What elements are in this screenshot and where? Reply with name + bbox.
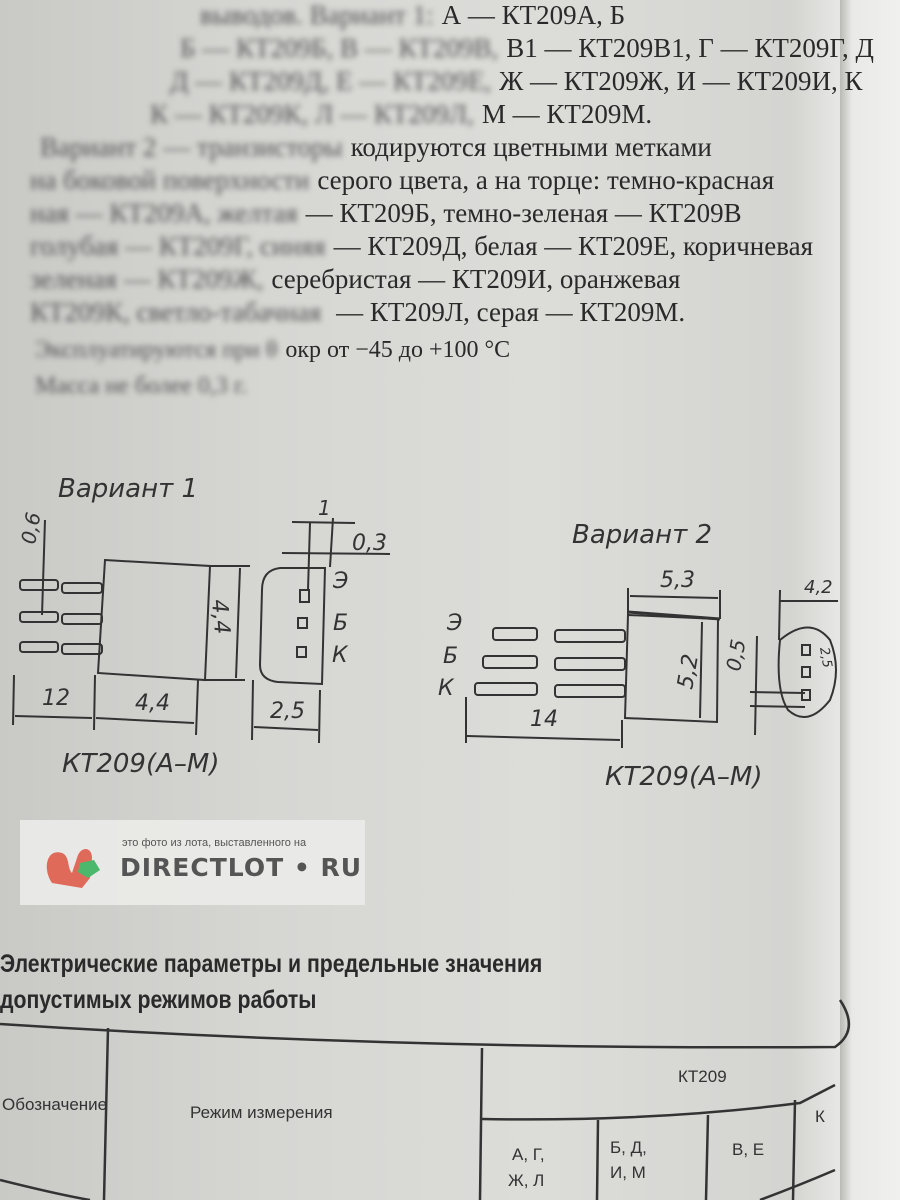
sharp-text: Ж — КТ209Ж, И — КТ209И, К [499,66,863,96]
sharp-text: В1 — КТ209В1, Г — КТ209Г, Д [506,33,874,63]
blurred-text: Эксплуатируются при θ [35,337,278,363]
blurred-text: ная — КТ209А, желтая [30,198,298,228]
blurred-text: КТ209К, светло-табачная [30,297,322,327]
v2-pin-base-label: Б [443,644,458,669]
text-line: голубая — КТ209Г, синяя— КТ209Д, белая —… [30,231,813,262]
kt209-group-header: КТ209 [678,1067,727,1086]
dim-4-4-width: 4,4 [135,691,170,716]
text-line: ная — КТ209А, желтая— КТ209Б, темно-зеле… [30,198,742,229]
pin-emitter-label: Э [332,569,348,594]
dim-0-3: 0,3 [352,531,387,556]
sharp-text: М — КТ209М. [481,99,653,129]
text-line: Д — КТ209Д, Е — КТ209Е,Ж — КТ209Ж, И — К… [170,66,862,97]
blurred-text: выводов. Вариант 1: [200,0,434,30]
subcol-i-m: И, М [610,1163,646,1182]
section-title-line2: допустимых режимов работы [0,986,317,1014]
subcol-v-e: В, Е [732,1140,764,1159]
variant1-end-view [251,517,391,744]
sharp-text: — КТ209Л, серая — КТ209М. [329,297,686,327]
sharp-text: окр от −45 до +100 °С [285,337,511,363]
variant1-title: Вариант 1 [58,474,198,504]
sharp-text: — КТ209Б, темно-зеленая — КТ209В [305,198,742,228]
variant1-side-view [12,519,250,736]
text-line: выводов. Вариант 1:А — КТ209А, Б [200,0,625,31]
sharp-text: кодируются цветными метками [350,132,712,162]
pin-base-label: Б [333,611,348,636]
variant2-title: Вариант 2 [572,520,712,550]
dim-5-3: 5,3 [660,568,695,593]
text-line: зеленая — КТ209Ж,серебристая — КТ209И, о… [30,264,680,295]
dim-0-5: 0,5 [721,637,750,672]
dim-12: 12 [42,686,70,711]
blurred-text: Д — КТ209Д, Е — КТ209Е, [170,66,492,96]
subcol-b-d: Б, Д, [610,1138,647,1157]
dim-5-2: 5,2 [673,652,704,691]
blurred-text: на боковой поверхности [30,165,310,195]
text-line: Б — КТ209Б, В — КТ209В,В1 — КТ209В1, Г —… [180,33,874,64]
dim-4-2: 4,2 [804,577,833,598]
watermark-brand: DIRECTLOT • RU [120,853,363,882]
section-title-line1: Электрические параметры и предельные зна… [0,950,543,978]
blurred-text: голубая — КТ209Г, синяя [30,231,326,261]
variant2-end-view [749,589,838,736]
watermark: это фото из лота, выставленного на DIREC… [20,820,365,905]
col-designation-header: Обозначение [2,1095,107,1114]
subcol-k: К [815,1107,825,1126]
dim-2-5: 2,5 [270,699,305,724]
subcol-a-g: А, Г, [512,1145,545,1164]
sharp-text: — КТ209Д, белая — КТ209Е, коричневая [333,231,814,261]
dim-4-4-height: 4,4 [206,598,234,635]
dim-14: 14 [530,707,558,732]
sharp-text: А — КТ209А, Б [441,0,626,30]
parameters-table [0,999,850,1200]
blurred-text: Б — КТ209Б, В — КТ209В, [180,33,499,63]
text-line: Масса не более 0,3 г. [35,372,255,400]
text-line: КТ209К, светло-табачная — КТ209Л, серая … [30,297,685,328]
dim-2-5-v2: 2,5 [816,646,834,669]
blurred-text: зеленая — КТ209Ж, [30,264,264,294]
variant1-label: КТ209(А–М) [62,749,219,779]
variant2-label: КТ209(А–М) [605,762,762,792]
text-line: К — КТ209К, Л — КТ209Л,М — КТ209М. [150,99,652,130]
v2-pin-collector-label: К [438,676,455,701]
watermark-caption: это фото из лота, выставленного на [122,837,307,849]
sharp-text: серого цвета, а на торце: темно-красная [317,165,775,195]
text-line: Эксплуатируются при θ окр от −45 до +100 … [35,336,510,364]
pin-collector-label: К [332,643,349,668]
col-mode-header: Режим измерения [190,1103,333,1122]
blurred-text: Масса не более 0,3 г. [35,373,248,399]
sharp-text: серебристая — КТ209И, оранжевая [271,264,681,294]
dim-1: 1 [318,496,331,520]
subcol-zh-l: Ж, Л [508,1171,544,1190]
blurred-text: К — КТ209К, Л — КТ209Л, [150,99,474,129]
blurred-text: Вариант 2 — транзисторы [40,132,343,162]
v2-pin-emitter-label: Э [446,611,462,636]
variant2-side-view [465,588,721,748]
dim-0-6: 0,6 [16,510,45,545]
page-edge [840,0,900,1200]
squirrel-logo-icon [46,849,100,888]
